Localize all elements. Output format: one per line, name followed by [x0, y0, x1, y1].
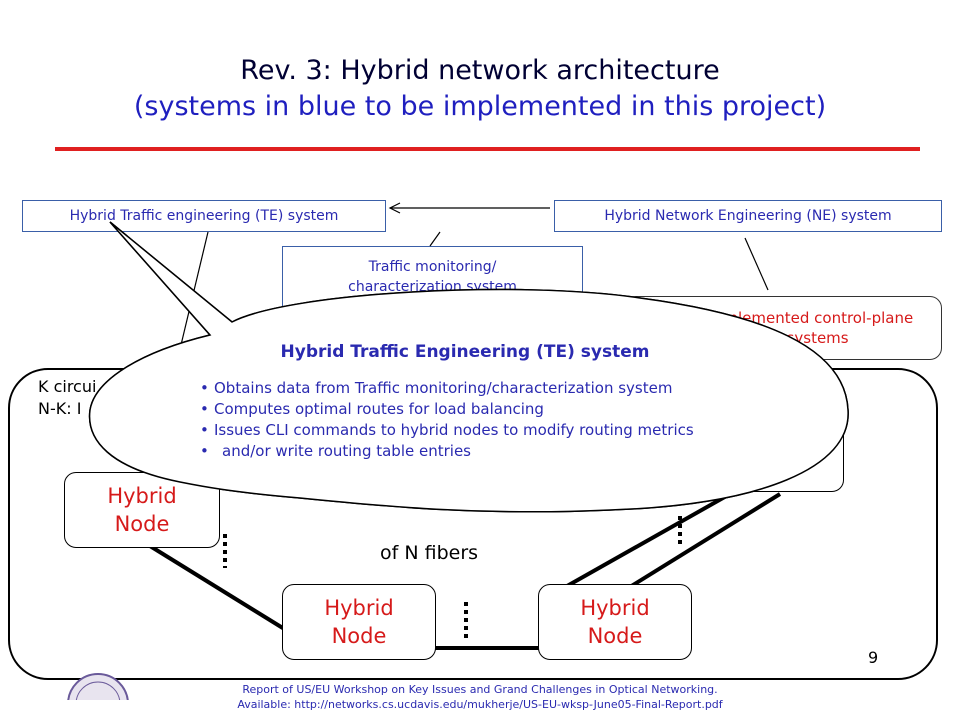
callout-bullet-4: and/or write routing table entries	[200, 441, 790, 462]
hybrid-node-1: Hybrid Node	[64, 472, 220, 548]
te-system-box: Hybrid Traffic engineering (TE) system	[22, 200, 386, 232]
footer-report: Report of US/EU Workshop on Key Issues a…	[242, 683, 718, 696]
slide-title: Rev. 3: Hybrid network architecture	[240, 55, 720, 86]
hybrid-node-2-line1: Hybrid	[324, 596, 394, 620]
te-ne-arrowhead	[388, 202, 401, 214]
fiber-link-1	[148, 544, 288, 632]
title-rule	[55, 147, 920, 151]
callout-bullet-3: Issues CLI commands to hybrid nodes to m…	[200, 420, 790, 441]
monitoring-label-line1: Traffic monitoring/	[368, 259, 497, 275]
te-system-label: Hybrid Traffic engineering (TE) system	[69, 208, 339, 224]
hybrid-node-1-line2: Node	[114, 512, 170, 536]
fibers-label: of N fibers	[380, 542, 479, 564]
hybrid-node-3-line2: Node	[587, 624, 643, 648]
callout-bullet-1: Obtains data from Traffic monitoring/cha…	[200, 378, 790, 399]
fiber-link-4	[623, 492, 782, 592]
fiber-link-3	[559, 492, 731, 592]
ne-system-box: Hybrid Network Engineering (NE) system	[554, 200, 942, 232]
slide-subtitle: (systems in blue to be implemented in th…	[133, 91, 827, 122]
k-circuit-label: K circui N-K: I	[38, 376, 96, 420]
hybrid-node-2: Hybrid Node	[282, 584, 436, 660]
callout-bullets: Obtains data from Traffic monitoring/cha…	[200, 378, 790, 462]
ne-gmpls-arrow	[744, 237, 769, 291]
hybrid-node-3-line1: Hybrid	[580, 596, 650, 620]
te-monitoring-line	[429, 231, 441, 247]
footer-url: Available: http://networks.cs.ucdavis.ed…	[237, 698, 723, 711]
k-circuit-line2: N-K: I	[38, 399, 82, 418]
hybrid-node-2-line2: Node	[331, 624, 387, 648]
hybrid-node-3: Hybrid Node	[538, 584, 692, 660]
k-circuit-line1: K circui	[38, 377, 97, 396]
callout-title: Hybrid Traffic Engineering (TE) system	[280, 342, 650, 362]
ne-system-label: Hybrid Network Engineering (NE) system	[604, 208, 892, 224]
callout-bullet-2: Computes optimal routes for load balanci…	[200, 399, 790, 420]
callout-text: Hybrid Traffic Engineering (TE) system O…	[190, 342, 790, 462]
page-number: 9	[868, 648, 879, 667]
hybrid-node-1-line1: Hybrid	[107, 484, 177, 508]
university-seal-icon	[67, 673, 129, 700]
